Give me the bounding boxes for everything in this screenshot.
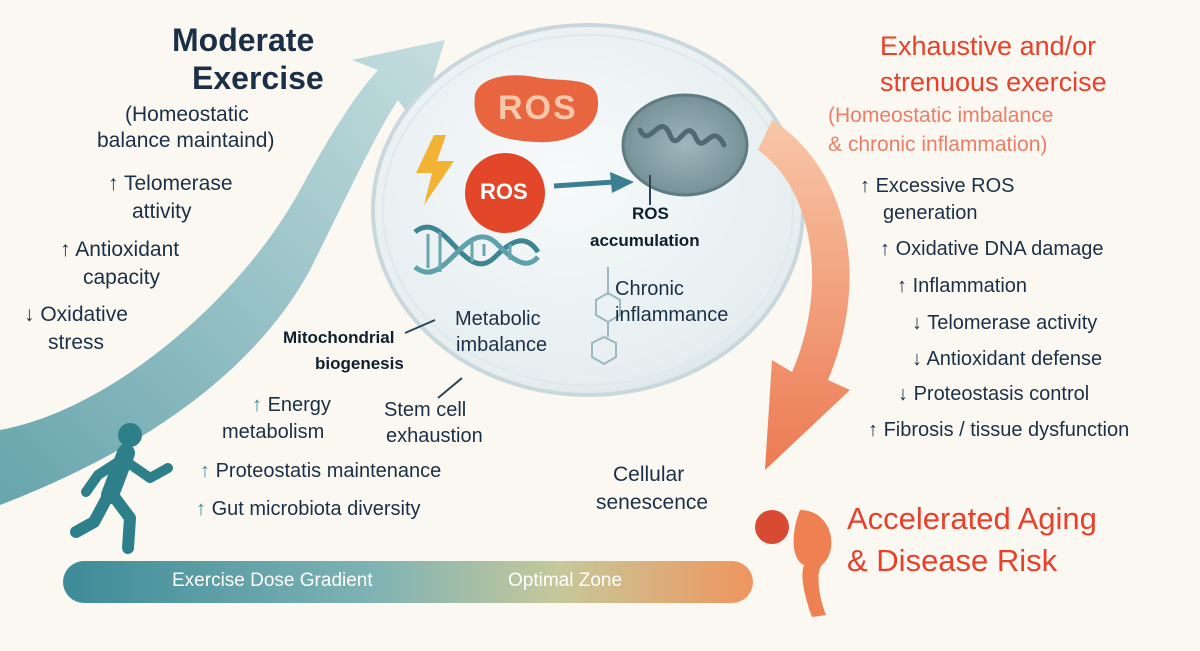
exhaustive-title-line1: Exhaustive and/or — [880, 31, 1097, 61]
cellular-senescence-line1: Cellular — [613, 463, 685, 486]
cellular-senescence-line2: senescence — [596, 491, 709, 514]
right-item-antioxidant: ↓ Antioxidant defense — [912, 348, 1103, 370]
down-arrow-icon: ↓ — [912, 312, 922, 334]
up-arrow-icon: ↑ — [868, 419, 878, 441]
stem-cell-line2: exhaustion — [386, 425, 483, 447]
down-arrow-icon: ↓ — [24, 303, 35, 326]
ros-circle-label: ROS — [480, 179, 528, 204]
molecule-icon — [591, 267, 621, 366]
exhaustive-title-line2: strenuous exercise — [880, 67, 1107, 97]
dna-helix-icon — [413, 224, 540, 275]
chronic-inflammance-line2: inflammance — [615, 304, 729, 326]
right-item-excessive-ros: ↑ Excessive ROS — [860, 175, 1015, 197]
moderate-exercise-arrow — [0, 40, 445, 505]
telomerase-item: ↑ Telomerase — [108, 172, 233, 195]
down-arrow-icon: ↓ — [898, 383, 908, 405]
down-arrow-icon: ↓ — [912, 348, 922, 370]
chronic-inflammance-line1: Chronic — [615, 278, 684, 300]
ros-accumulation-line2: accumulation — [590, 231, 700, 250]
moderate-title-line2: Exercise — [192, 60, 324, 96]
right-item-generation: generation — [883, 202, 978, 224]
dose-gradient-bar — [63, 561, 753, 603]
exhaustive-exercise-arrow — [758, 120, 850, 470]
up-arrow-icon: ↑ — [196, 498, 206, 520]
moderate-title-line1: Moderate — [172, 22, 315, 58]
up-arrow-icon: ↑ — [252, 394, 262, 416]
moderate-subtitle-line2: balance maintaind) — [97, 129, 275, 152]
energy-metabolism-line2: metabolism — [222, 421, 325, 443]
right-item-proteostasis: ↓ Proteostasis control — [898, 383, 1090, 405]
up-arrow-icon: ↑ — [60, 238, 71, 261]
accelerated-aging-line1: Accelerated Aging — [847, 501, 1097, 536]
ros-blob-shape — [474, 75, 599, 143]
exhaustive-subtitle-line1: (Homeostatic imbalance — [828, 104, 1054, 127]
runner-icon — [70, 423, 173, 554]
right-item-fibrosis: ↑ Fibrosis / tissue dysfunction — [868, 419, 1130, 441]
exhaustive-subtitle-line2: & chronic inflammation) — [828, 133, 1048, 156]
antioxidant-item-line2: capacity — [83, 266, 161, 289]
ros-to-mito-arrow — [553, 172, 634, 193]
up-arrow-icon: ↑ — [880, 238, 890, 260]
antioxidant-item: ↑ Antioxidant — [60, 238, 180, 261]
metabolic-imbalance-line1: Metabolic — [455, 308, 541, 330]
oxidative-stress-item-line2: stress — [48, 331, 105, 354]
telomerase-item-line2: attivity — [132, 200, 192, 223]
gut-microbiota-item: ↑ Gut microbiota diversity — [196, 498, 421, 520]
mitochondrial-biogenesis-line2: biogenesis — [315, 354, 404, 373]
lightning-icon — [416, 135, 454, 205]
right-item-oxidative-dna: ↑ Oxidative DNA damage — [880, 238, 1104, 260]
stem-cell-line1: Stem cell — [384, 399, 467, 421]
oxidative-stress-item: ↓ Oxidative — [24, 303, 128, 326]
up-arrow-icon: ↑ — [860, 175, 870, 197]
ros-circle-badge — [465, 153, 545, 233]
energy-metabolism-item: ↑ Energy — [252, 394, 331, 416]
ros-accumulation-line1: ROS — [632, 204, 669, 223]
hunched-figure-icon — [755, 510, 832, 617]
up-arrow-icon: ↑ — [200, 460, 210, 482]
optimal-zone-label: Optimal Zone — [508, 570, 623, 591]
right-item-telomerase: ↓ Telomerase activity — [912, 312, 1098, 334]
moderate-subtitle-line1: (Homeostatic — [125, 103, 249, 126]
right-item-inflammation: ↑ Inflammation — [897, 275, 1028, 297]
accelerated-aging-line2: & Disease Risk — [847, 543, 1058, 578]
up-arrow-icon: ↑ — [897, 275, 907, 297]
mitochondrial-biogenesis-line1: Mitochondrial — [283, 328, 395, 347]
dose-gradient-label: Exercise Dose Gradient — [172, 570, 373, 591]
up-arrow-icon: ↑ — [108, 172, 119, 195]
mitochondrion-icon — [621, 93, 749, 197]
proteostasis-maintenance-item: ↑ Proteostatis maintenance — [200, 460, 442, 482]
ros-blob-label: ROS — [498, 89, 578, 127]
metabolic-imbalance-line2: imbalance — [456, 334, 548, 356]
